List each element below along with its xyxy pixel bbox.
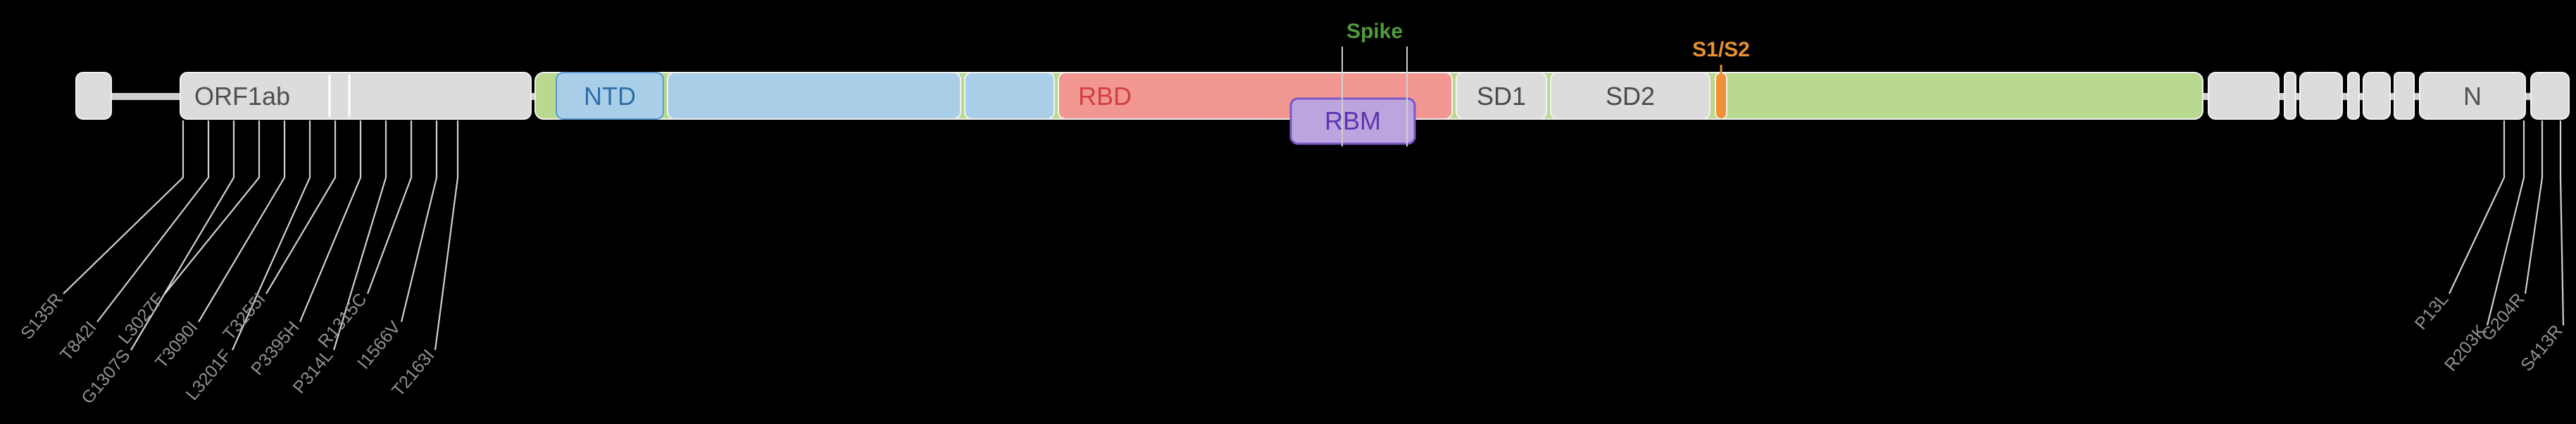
spike-domain-segment-6 (1715, 72, 1727, 120)
mutation-leader-line (299, 120, 362, 323)
mutation-leader-line (400, 120, 438, 323)
gene-box-segment-9 (2530, 72, 2570, 120)
spike-domain-label-sd2: SD2 (1606, 82, 1655, 111)
s1s2-annotation-label: S1/S2 (1692, 38, 1750, 61)
mutation-leader-line (96, 120, 210, 323)
gene-box-segment-3 (2284, 72, 2296, 120)
mutation-leader-line (198, 120, 286, 323)
spike-domain-sd1 (1456, 72, 1547, 120)
mutation-leader-line (2486, 120, 2525, 326)
mutation-label: I1566V (354, 318, 405, 373)
mutation-label: R1315C (314, 289, 370, 351)
spike-domain-label-rbm: RBM (1325, 106, 1381, 135)
mutation-leader-line (265, 120, 337, 294)
mutation-leader-line (434, 120, 459, 351)
spike-annotation-label: Spike (1346, 20, 1403, 43)
spike-domain-label-rbd: RBD (1078, 82, 1132, 111)
spike-domain-segment-1 (667, 72, 961, 120)
gene-box-segment-5 (2347, 72, 2360, 120)
spike-domain-ntd (556, 72, 664, 120)
gene-label-orf1ab: ORF1ab (194, 82, 290, 111)
gene-box-segment-2 (2208, 72, 2280, 120)
spike-domain-sd2 (1550, 72, 1711, 120)
mutation-leader-line (2524, 120, 2544, 294)
mutation-leader-line (2449, 120, 2506, 294)
mutation-leader-line (332, 120, 387, 351)
mutation-leader-line (2559, 120, 2565, 326)
mutation-label: S413R (2517, 321, 2567, 375)
gene-box-orf1ab (180, 72, 532, 120)
mutation-label: L3027F (115, 289, 168, 348)
mutation-label: G204R (2477, 289, 2528, 345)
gene-box-segment-7 (2394, 72, 2415, 120)
gene-label-n: N (2463, 82, 2482, 111)
gene-box-segment-4 (2299, 72, 2343, 120)
mutation-label: P314L (289, 346, 337, 397)
gene-box-segment-0 (75, 72, 112, 120)
mutation-label: S135R (17, 289, 67, 344)
spike-domain-label-sd1: SD1 (1477, 82, 1526, 111)
mutation-label: P3395H (247, 318, 304, 379)
mutation-leader-line (231, 120, 311, 351)
mutation-label: T842I (56, 318, 101, 365)
spike-domain-label-ntd: NTD (584, 82, 636, 111)
mutation-label: G1307S (77, 346, 134, 408)
spike-domain-segment-2 (964, 72, 1055, 120)
mutation-leader-line (63, 120, 185, 294)
mutation-label: T3255I (219, 289, 269, 344)
spike-domain-rbm (1289, 97, 1416, 145)
mutation-label: T3090I (151, 318, 201, 373)
mutation-label: L3201F (182, 346, 236, 404)
gene-box-segment-6 (2363, 72, 2391, 120)
gene-box-n (2419, 72, 2526, 120)
mutation-label: T2163I (388, 346, 438, 401)
mutation-label: P13L (2411, 289, 2453, 334)
mutation-leader-line (366, 120, 413, 294)
mutation-leader-line (164, 120, 261, 294)
